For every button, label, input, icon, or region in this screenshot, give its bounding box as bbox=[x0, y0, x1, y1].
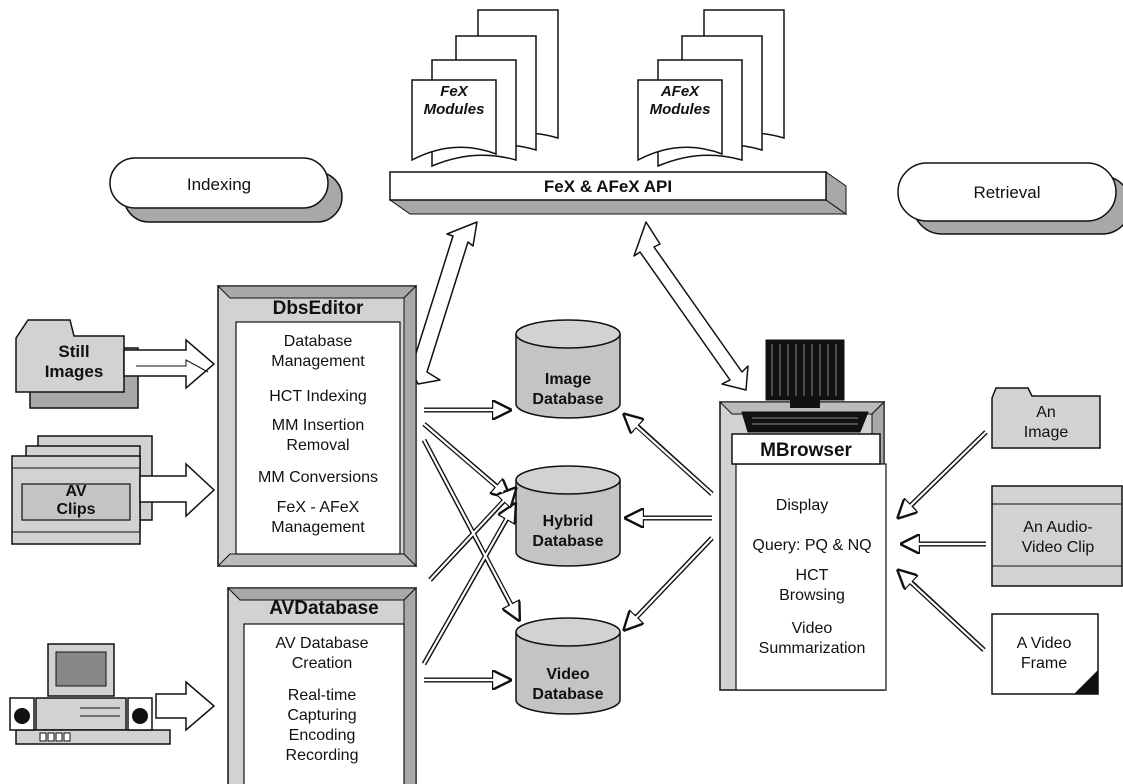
image-db-line2: Database bbox=[532, 391, 603, 408]
query-to-mbrowser-arrows bbox=[900, 430, 988, 652]
an-image-folder: An Image bbox=[991, 387, 1101, 449]
audio-video-line2: Video Clip bbox=[1022, 539, 1095, 556]
mbrowser-item: Display bbox=[776, 497, 828, 514]
afex-label-line2: Modules bbox=[650, 101, 711, 118]
image-database: Image Database bbox=[515, 319, 621, 419]
dbseditor-item: HCT Indexing bbox=[269, 388, 367, 405]
mbrowser-item: Browsing bbox=[779, 587, 845, 604]
dbseditor-item: Database bbox=[284, 333, 353, 350]
api-label: FeX & AFeX API bbox=[544, 177, 672, 196]
still-images-folder: Still Images bbox=[15, 319, 139, 409]
retrieval-label: Retrieval bbox=[973, 183, 1040, 202]
video-frame-line1: A Video bbox=[1017, 635, 1072, 652]
avdatabase-item: AV Database bbox=[275, 635, 368, 652]
dbseditor-panel: DbsEditor Database Management HCT Indexi… bbox=[216, 284, 418, 568]
mbrowser-item: Summarization bbox=[759, 640, 866, 657]
avdatabase-item: Real-time bbox=[288, 687, 357, 704]
afex-modules-stack: AFeX Modules bbox=[637, 9, 785, 168]
avdatabase-item: Recording bbox=[286, 747, 359, 764]
mbrowser-item: HCT bbox=[796, 567, 829, 584]
dbseditor-item: MM Insertion bbox=[272, 417, 364, 434]
indexing-label: Indexing bbox=[187, 175, 251, 194]
audio-video-clip: An Audio- Video Clip bbox=[991, 485, 1123, 587]
still-images-line2: Images bbox=[45, 362, 104, 381]
avdatabase-item: Creation bbox=[292, 655, 352, 672]
av-clips-line1: AV bbox=[65, 483, 86, 500]
video-db-line2: Database bbox=[532, 686, 603, 703]
video-database: Video Database bbox=[515, 617, 621, 715]
mbrowser-item: Query: PQ & NQ bbox=[752, 537, 871, 554]
hybrid-db-line2: Database bbox=[532, 533, 603, 550]
mbrowser-item: Video bbox=[792, 620, 833, 637]
avdatabase-item: Encoding bbox=[289, 727, 356, 744]
avdatabase-panel: AVDatabase AV Database Creation Real-tim… bbox=[226, 586, 418, 784]
still-images-line1: Still bbox=[58, 342, 89, 361]
retrieval-pill: Retrieval bbox=[897, 162, 1123, 235]
afex-label-line1: AFeX bbox=[660, 83, 700, 100]
mbrowser-title: MBrowser bbox=[760, 440, 852, 461]
still-images-arrow bbox=[123, 338, 216, 390]
an-image-line2: Image bbox=[1024, 424, 1069, 441]
dbseditor-item: MM Conversions bbox=[258, 469, 378, 486]
avdatabase-item: Capturing bbox=[287, 707, 356, 724]
fex-label-line2: Modules bbox=[424, 101, 485, 118]
an-image-line1: An bbox=[1036, 404, 1056, 421]
avdatabase-title: AVDatabase bbox=[269, 598, 378, 619]
image-db-line1: Image bbox=[545, 371, 591, 388]
hybrid-database: Hybrid Database bbox=[515, 465, 621, 567]
av-clips-stack: AV Clips bbox=[11, 435, 153, 545]
dbseditor-item: Management bbox=[271, 353, 365, 370]
dbseditor-title: DbsEditor bbox=[273, 298, 364, 319]
dbseditor-item: Management bbox=[271, 519, 365, 536]
workstation-arrow bbox=[155, 680, 216, 732]
api-to-mbrowser-arrow bbox=[633, 221, 749, 391]
dbseditor-item: FeX - AFeX bbox=[277, 499, 360, 516]
fex-label-line1: FeX bbox=[440, 83, 469, 100]
fex-modules-stack: FeX Modules bbox=[411, 9, 559, 168]
dbseditor-item: Removal bbox=[286, 437, 349, 454]
api-to-dbseditor-arrow bbox=[405, 221, 478, 385]
indexing-pill: Indexing bbox=[109, 157, 343, 223]
audio-video-line1: An Audio- bbox=[1023, 519, 1092, 536]
hybrid-db-line1: Hybrid bbox=[543, 513, 594, 530]
monitor-icon bbox=[741, 339, 869, 433]
video-frame-line2: Frame bbox=[1021, 655, 1067, 672]
api-bar: FeX & AFeX API bbox=[388, 171, 848, 215]
computer-workstation-icon bbox=[9, 643, 171, 745]
video-db-line1: Video bbox=[546, 666, 590, 683]
av-clips-arrow bbox=[139, 462, 216, 518]
av-clips-line2: Clips bbox=[56, 501, 95, 518]
mbrowser-panel: MBrowser Display Query: PQ & NQ HCT Brow… bbox=[718, 400, 887, 691]
mbrowser-to-db-arrows bbox=[626, 416, 714, 628]
video-frame-card: A Video Frame bbox=[991, 613, 1099, 695]
